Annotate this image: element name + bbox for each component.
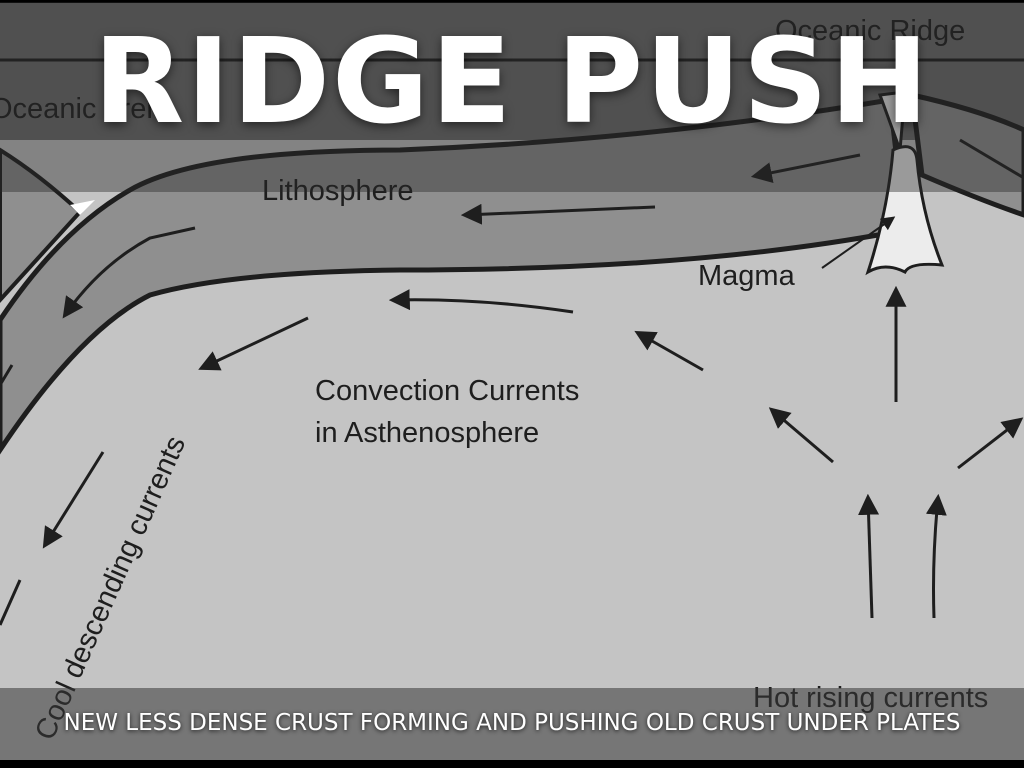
frame-top (0, 0, 1024, 3)
magma-chamber (865, 145, 945, 276)
caption-band (0, 688, 1024, 760)
rising-arrow-diagonal-right (957, 417, 1024, 470)
lithosphere-motion-arrow (460, 203, 656, 225)
frame-bottom (0, 760, 1024, 768)
label-convection-line1: Convection Currents (315, 375, 579, 407)
edge-arrow (0, 364, 14, 386)
descending-arrow (42, 451, 105, 549)
slide-title: RIDGE PUSH (93, 12, 931, 150)
subduction-arrow (62, 226, 196, 319)
magma-pointer (821, 216, 896, 269)
rising-arrow-right (925, 493, 947, 619)
label-magma: Magma (698, 260, 796, 292)
label-oceanic-trench: Oceanic Tren (0, 93, 162, 125)
label-convection-line2: in Asthenosphere (315, 417, 539, 449)
convection-arrow-mid (634, 330, 704, 372)
rising-arrow-left (858, 493, 880, 619)
convection-arrow-top (388, 289, 574, 314)
right-plate (909, 91, 1024, 218)
ridge-crest (877, 90, 907, 151)
right-plate-arrow (959, 138, 1024, 180)
label-lithosphere: Lithosphere (262, 175, 414, 207)
ridge-push-arrow (750, 153, 861, 184)
descending-arrow-edge (0, 579, 22, 626)
rising-arrow-diagonal-left (768, 407, 834, 464)
trench-gap (70, 200, 95, 215)
slide-caption: NEW LESS DENSE CRUST FORMING AND PUSHING… (63, 710, 961, 736)
label-oceanic-ridge: Oceanic Ridge (775, 15, 965, 47)
title-band (0, 2, 1024, 192)
convection-arrow-left (198, 316, 309, 371)
